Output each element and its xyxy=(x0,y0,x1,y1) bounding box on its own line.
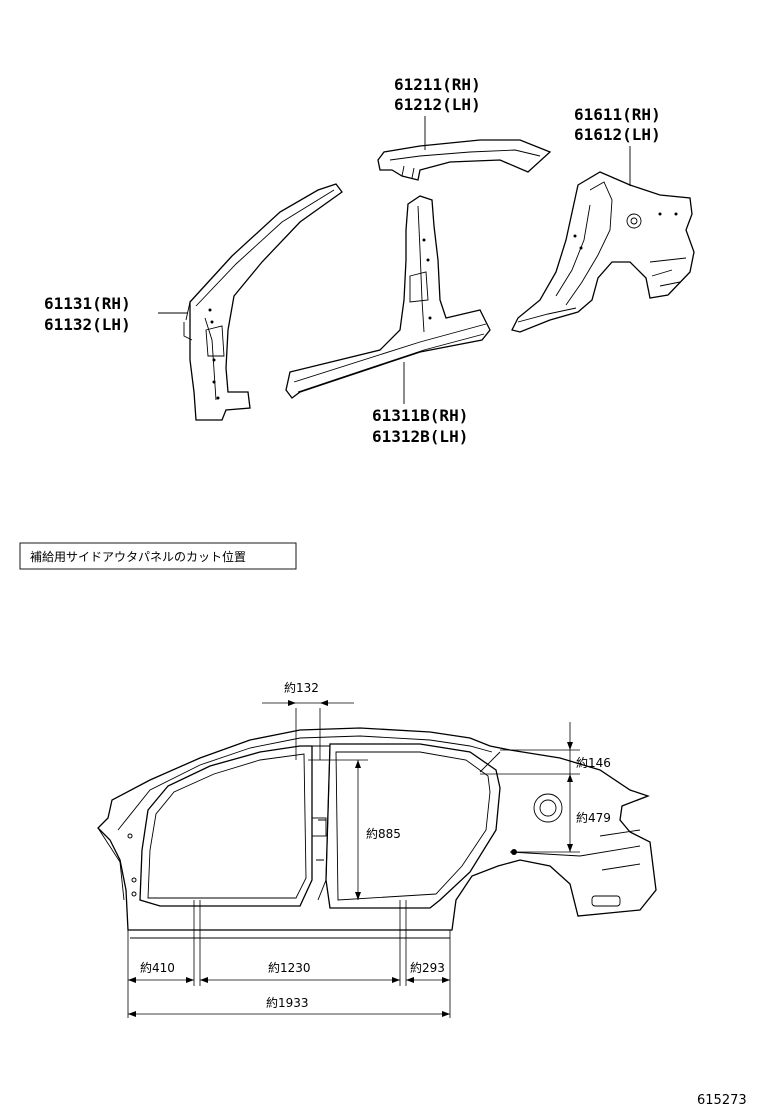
dim-roof-to-belt-label: 約146 xyxy=(576,755,611,770)
dim-front-section-label: 約410 xyxy=(140,960,175,975)
dim-pillar-width: 約132 xyxy=(262,680,354,706)
dim-rear-section-label: 約293 xyxy=(410,960,445,975)
dim-quarter-vertical: 約146 約479 xyxy=(480,722,611,853)
cut-lines xyxy=(127,708,451,1018)
rocker-center-pillar-part xyxy=(285,195,491,399)
dim-quarter-height-label: 約479 xyxy=(576,810,611,825)
rocker-center-pillar-rh-label: 61311B(RH) xyxy=(372,406,468,425)
front-pillar-rh-label: 61131(RH) xyxy=(44,294,131,313)
dim-pillar-height: 約885 xyxy=(308,759,401,900)
quarter-panel-lh-label: 61612(LH) xyxy=(574,125,661,144)
note-box-text: 補給用サイドアウタパネルのカット位置 xyxy=(30,549,246,564)
front-pillar-part xyxy=(183,183,343,421)
roof-side-rail-lh-label: 61212(LH) xyxy=(394,95,481,114)
figure-number: 615273 xyxy=(697,1093,747,1108)
dim-pillar-height-label: 約885 xyxy=(366,826,401,841)
dim-center-section-label: 約1230 xyxy=(268,960,311,975)
front-pillar-lh-label: 61132(LH) xyxy=(44,315,131,334)
quarter-panel-rh-label: 61611(RH) xyxy=(574,105,661,124)
roof-side-rail-rh-label: 61211(RH) xyxy=(394,75,481,94)
side-outer-panel xyxy=(97,727,657,939)
dim-bottom-sections: 約410 約1230 約293 約1933 xyxy=(128,960,450,1017)
dim-overall-length-label: 約1933 xyxy=(266,995,309,1010)
quarter-panel-part xyxy=(511,171,695,333)
rocker-center-pillar-lh-label: 61312B(LH) xyxy=(372,427,468,446)
dim-pillar-width-label: 約132 xyxy=(284,680,319,695)
note-box xyxy=(19,542,297,570)
roof-side-rail-part xyxy=(377,139,552,181)
